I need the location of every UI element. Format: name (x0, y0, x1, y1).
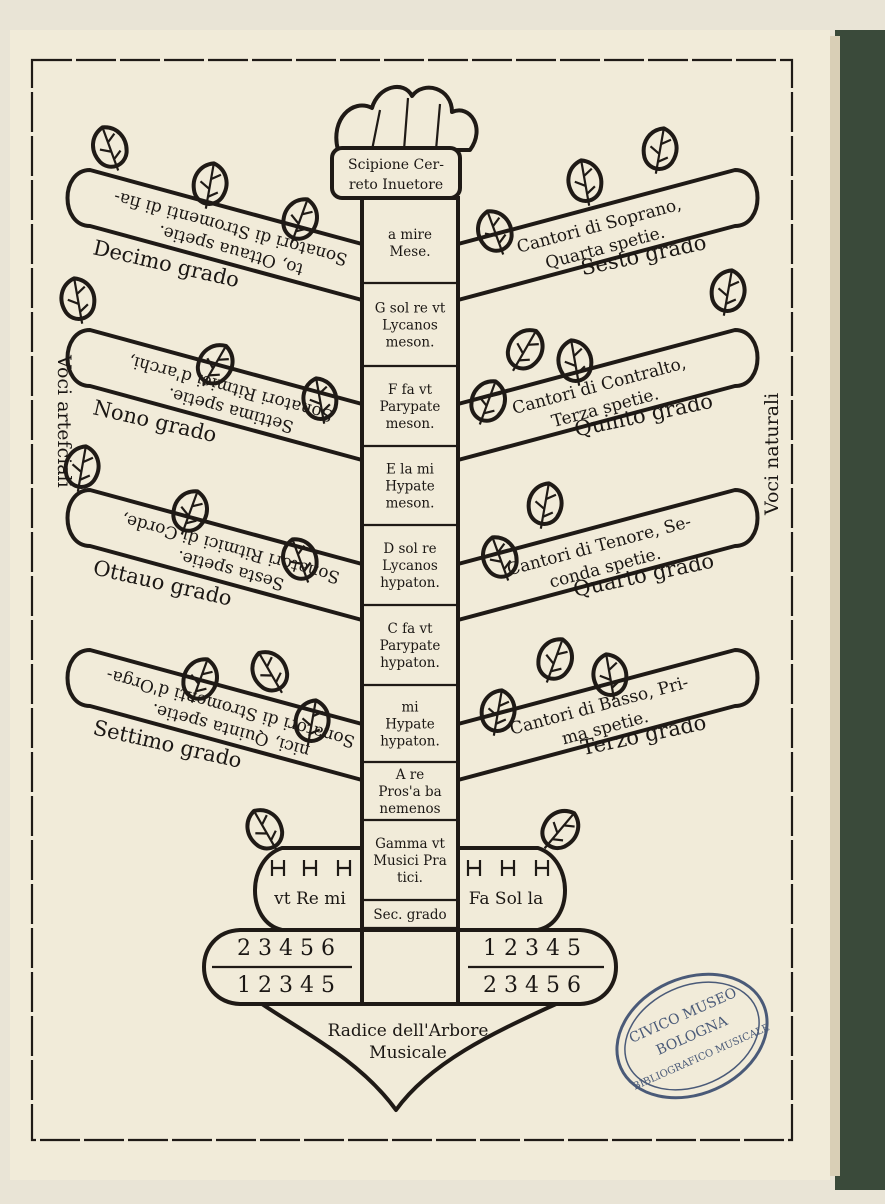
trunk-cell-text: A re (395, 767, 424, 783)
right-branch: Cantori di Tenore, Se-conda spetie.Quart… (456, 488, 760, 622)
right-branch: Cantori di Basso, Pri-ma spetie.Terzo gr… (456, 648, 760, 782)
leaf-icon (479, 688, 517, 736)
page-border (30, 58, 794, 1142)
leaf-icon (293, 698, 331, 746)
trunk-cell-text: Hypate (385, 717, 435, 733)
syllables-left: vt Re mi (273, 889, 346, 909)
leaf-icon (191, 161, 229, 209)
leaf-icon (59, 276, 97, 324)
trunk-cell-text: Lycanos (382, 558, 438, 574)
numbers-right-bottom: 2 3 4 5 6 (483, 973, 581, 998)
hexachord-marks (270, 860, 550, 876)
leaf-icon (63, 444, 101, 492)
leaf-icon (250, 650, 290, 694)
trunk-cell-text: D sol re (383, 541, 436, 557)
inventor-box (330, 146, 462, 200)
root-line-1: Radice dell'Arbore (328, 1021, 489, 1041)
leaf-icon (195, 343, 235, 387)
leaf-icon (540, 809, 581, 850)
right-branch: Cantori di Soprano,Quarta spetie.Sesto g… (456, 168, 760, 302)
leaf-icon (171, 489, 209, 535)
trunk-cell-text: meson. (386, 335, 435, 351)
numbers-left-top: 2 3 4 5 6 (237, 936, 335, 961)
leaf-icon (505, 328, 545, 372)
trunk-cell-text: meson. (386, 416, 435, 432)
leaf-icon (556, 338, 594, 386)
branch-band (65, 648, 364, 782)
crown-leaves (334, 85, 479, 152)
left-branch: Sonatori di Stromenti di fia-to, Ottaua … (65, 168, 364, 302)
branch-band (456, 328, 760, 462)
leaf-icon (526, 481, 564, 529)
leaf-icon (181, 657, 219, 703)
branch-band (65, 168, 364, 302)
trunk-cell-text: nemenos (379, 801, 440, 817)
trunk-cell-text: hypaton. (380, 655, 440, 671)
trunk-cell-text: Parypate (380, 399, 441, 415)
leaf-icon (641, 126, 679, 174)
trunk-cell-text: Hypate (385, 479, 435, 495)
trunk-cell-text: Gamma vt (375, 836, 445, 852)
leaf-icon (481, 535, 519, 581)
trunk-cell-text: E la mi (386, 462, 435, 478)
trunk-cell-text: C fa vt (387, 621, 433, 637)
branch-band (65, 488, 364, 622)
leaf-icon (281, 537, 319, 583)
syllables-right: Fa Sol la (469, 889, 543, 909)
trunk-cell-text: meson. (386, 496, 435, 512)
leaf-icon (301, 376, 339, 424)
leaf-icon (591, 652, 629, 700)
leaf-icon (566, 158, 604, 206)
trunk-cell-text: G sol re vt (375, 301, 446, 317)
leaf-icon (281, 197, 319, 243)
side-label-left: Voci artefciali (53, 354, 75, 488)
trunk-cell-text: hypaton. (380, 734, 440, 750)
leaf-icon (245, 808, 285, 852)
trunk-cell-text: Parypate (380, 638, 441, 654)
leaf-icon (709, 268, 747, 316)
trunk-cell-text: mi (401, 700, 419, 716)
trunk-cell-text: Mese. (389, 244, 430, 260)
binding-edge (835, 30, 885, 1190)
leaf-icon (536, 637, 574, 683)
trunk-cell-text: Musici Pra (373, 853, 447, 869)
trunk-cell-text: a mire (388, 227, 432, 243)
trunk-cell-text: Sec. grado (373, 907, 446, 923)
inventor-line-2: reto Inuetore (349, 177, 443, 193)
leaf-icon (91, 125, 129, 171)
numbers-left-bottom: 1 2 3 4 5 (237, 973, 335, 998)
side-label-right: Voci naturali (761, 393, 783, 516)
branch-band (456, 648, 760, 782)
branch-band (456, 168, 760, 302)
root-line-2: Musicale (369, 1043, 447, 1063)
trunk-cell-text: Pros'a ba (378, 784, 441, 800)
trunk-lower (360, 928, 460, 1006)
trunk-cell-text: Lycanos (382, 318, 438, 334)
branch-band (456, 488, 760, 622)
numbers-right-top: 1 2 3 4 5 (483, 936, 581, 961)
trunk-cell-text: tici. (397, 870, 423, 886)
root-shape (260, 1002, 558, 1112)
leaf-icon (469, 379, 507, 425)
inventor-line-1: Scipione Cer- (348, 157, 444, 173)
leaf-icon (476, 209, 514, 255)
branch-band (65, 328, 364, 462)
trunk-cell-text: F fa vt (388, 382, 433, 398)
trunk-cell-text: hypaton. (380, 575, 440, 591)
